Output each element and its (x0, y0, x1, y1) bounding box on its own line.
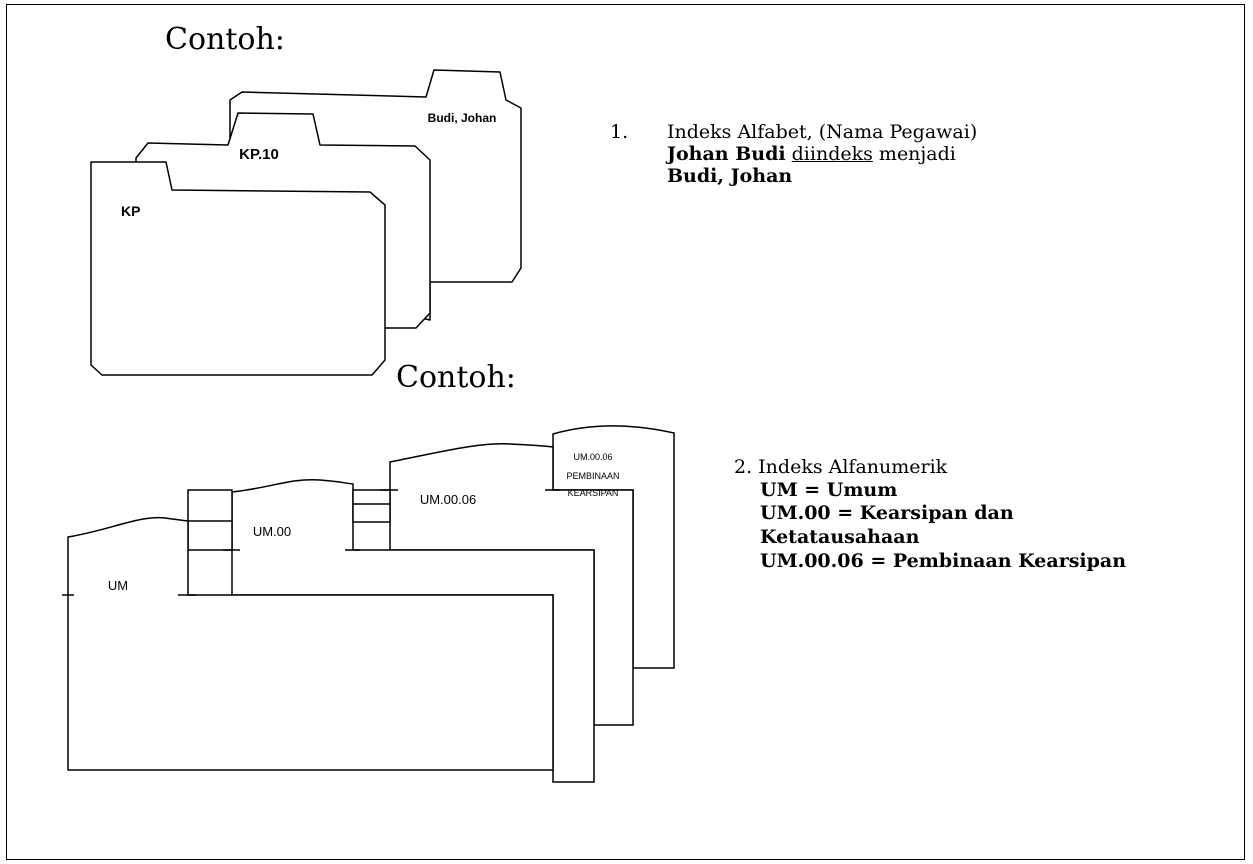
folder-4-tab-label-line2: PEMBINAAN (566, 471, 619, 481)
folder-3-tab-label: UM.00.06 (420, 492, 476, 507)
section1-example-line: Johan Budi diindeks menjadi (667, 143, 956, 165)
connector-mid (353, 490, 390, 522)
section1-number: 1. (610, 121, 628, 143)
original-name: Johan Budi (667, 143, 786, 165)
section2-line2: UM.00 = Kearsipan dan (760, 502, 1014, 524)
indexed-name: Budi, Johan (667, 165, 792, 187)
section2-line4: UM.00.06 = Pembinaan Kearsipan (760, 550, 1126, 572)
section1-title: Indeks Alfabet, (Nama Pegawai) (667, 121, 977, 143)
section2-heading: 2. Indeks Alfanumerik (734, 456, 947, 478)
folder-4-tab-label-line1: UM.00.06 (573, 452, 612, 462)
folder-1-tab-label: UM (108, 578, 128, 593)
indexed-word: diindeks (792, 143, 873, 165)
section2-line3: Ketatausahaan (760, 526, 919, 548)
connector-left (188, 490, 232, 550)
folder-2-tab-label: UM.00 (253, 524, 291, 539)
section1-result: Budi, Johan (667, 165, 792, 187)
section2-line1: UM = Umum (760, 479, 897, 501)
becomes-word: menjadi (879, 143, 956, 165)
folder-4-tab-label-line3: KEARSIPAN (568, 488, 619, 498)
